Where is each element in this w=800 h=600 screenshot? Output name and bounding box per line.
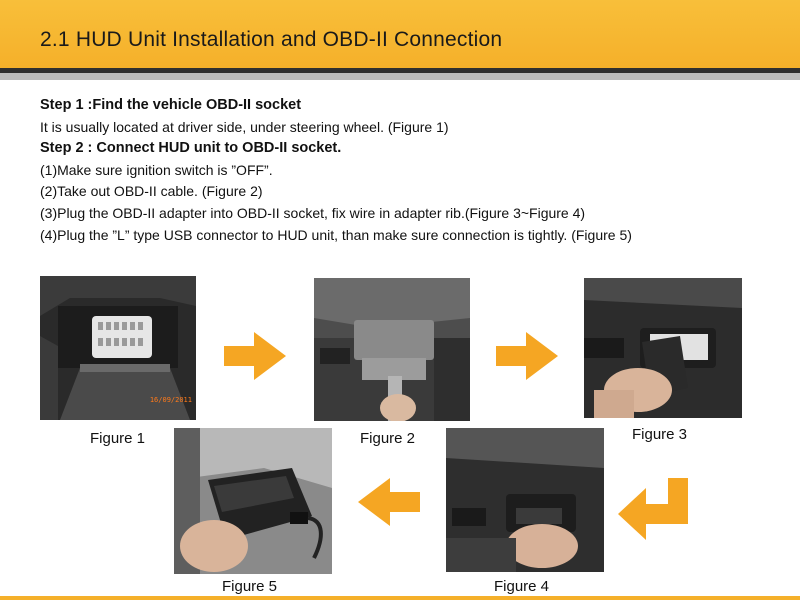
figure-4-caption: Figure 4 [494, 578, 550, 595]
step1-heading: Step 1 :Find the vehicle OBD-II socket [40, 97, 302, 113]
arrow-right-icon [496, 332, 558, 380]
figure-2-caption: Figure 2 [360, 430, 416, 447]
arrow-right-icon [224, 332, 286, 380]
header-band [0, 0, 800, 68]
header-divider-grey [0, 73, 800, 80]
figure-5-photo [174, 428, 332, 574]
step2-item: (3)Plug the OBD-II adapter into OBD-II s… [40, 204, 586, 221]
figure-4-illustration [446, 428, 604, 572]
figure-1-photo: 16/09/2011 [40, 276, 196, 420]
photo-date-stamp: 16/09/2011 [149, 396, 192, 404]
footer-divider [0, 596, 800, 600]
instructions: Step 1 :Find the vehicle OBD-II socket I… [40, 95, 780, 246]
step2-item: (2)Take out OBD-II cable. (Figure 2) [40, 183, 263, 200]
step2-item: (4)Plug the ”L” type USB connector to HU… [40, 226, 632, 243]
figure-2-illustration [314, 278, 470, 421]
figure-3-photo [584, 278, 742, 418]
figure-1-illustration [40, 276, 196, 420]
step1-text: It is usually located at driver side, un… [40, 118, 449, 135]
figure-1-caption: Figure 1 [90, 430, 146, 447]
page-title: 2.1 HUD Unit Installation and OBD-II Con… [40, 28, 503, 51]
step2-heading: Step 2 : Connect HUD unit to OBD-II sock… [40, 140, 342, 157]
figure-3-illustration [584, 278, 742, 418]
arrow-left-icon [358, 478, 420, 526]
figure-4-photo [446, 428, 604, 572]
figure-5-illustration [174, 428, 332, 574]
arrow-turn-left-icon [618, 478, 688, 540]
figure-3-caption: Figure 3 [632, 426, 688, 443]
figure-5-caption: Figure 5 [222, 578, 278, 595]
step2-item: (1)Make sure ignition switch is ”OFF”. [40, 161, 273, 178]
header-divider-dark [0, 68, 800, 73]
figure-2-photo [314, 278, 470, 421]
